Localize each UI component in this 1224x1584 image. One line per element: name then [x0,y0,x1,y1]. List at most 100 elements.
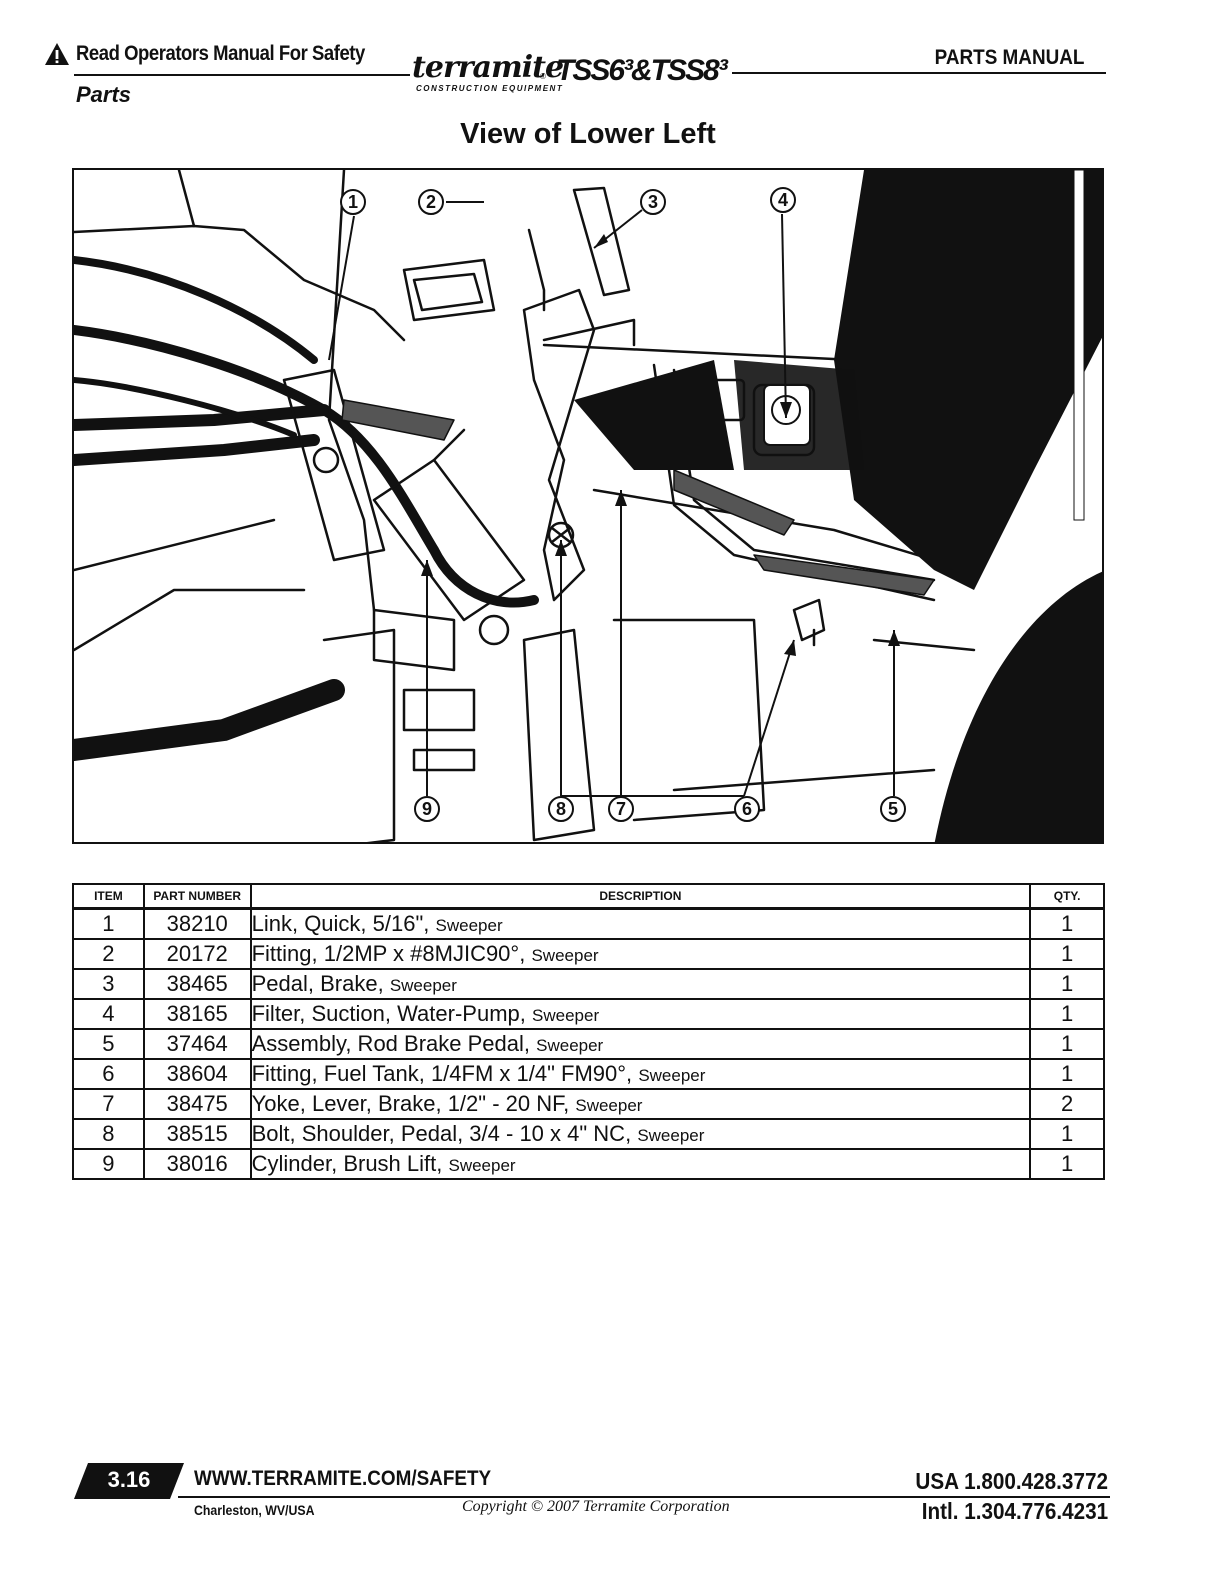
description-text: Bolt, Shoulder, Pedal, 3/4 - 10 x 4" NC, [251,1121,632,1146]
footer-location: Charleston, WV/USA [194,1502,315,1518]
description-cell: Pedal, Brake, Sweeper [249,968,1032,1000]
description-suffix: Sweeper [448,1156,516,1175]
description-text: Fitting, 1/2MP x #8MJIC90°, [251,941,526,966]
description-suffix: Sweeper [575,1096,643,1115]
page-number-badge: 3.16 [74,1463,184,1499]
parts-table: ITEM PART NUMBER DESCRIPTION QTY. 1 3821… [72,883,1105,1180]
description-text: Yoke, Lever, Brake, 1/2" - 20 NF, [251,1091,570,1116]
description-text: Filter, Suction, Water-Pump, [251,1001,526,1026]
item-cell: 9 [72,1148,145,1180]
part-number-cell: 20172 [142,938,252,970]
table-row: 1 38210 Link, Quick, 5/16", Sweeper 1 [72,907,1105,940]
description-suffix: Sweeper [531,946,599,965]
callout-8: 8 [548,796,574,822]
callout-6: 6 [734,796,760,822]
qty-cell: 1 [1029,1028,1105,1060]
safety-text: Read Operators Manual For Safety [76,42,365,65]
description-text: Cylinder, Brush Lift, [251,1151,443,1176]
description-cell: Link, Quick, 5/16", Sweeper [249,907,1032,940]
callout-2: 2 [418,189,444,215]
part-number-cell: 38465 [142,968,252,1000]
description-suffix: Sweeper [637,1126,705,1145]
item-cell: 6 [72,1058,145,1090]
callout-9: 9 [414,796,440,822]
section-label: Parts [76,82,132,107]
qty-cell: 1 [1029,1058,1105,1090]
manual-label: PARTS MANUAL [934,46,1084,69]
description-suffix: Sweeper [389,976,457,995]
callout-3: 3 [640,189,666,215]
brand-registered-mark: ® [540,72,546,81]
item-cell: 7 [72,1088,145,1120]
description-cell: Yoke, Lever, Brake, 1/2" - 20 NF, Sweepe… [249,1088,1032,1120]
qty-cell: 1 [1029,968,1105,1000]
copyright-text: Copyright © 2007 Terramite Corporation [462,1498,730,1515]
table-row: 9 38016 Cylinder, Brush Lift, Sweeper 1 [72,1148,1105,1180]
part-number-cell: 38475 [142,1088,252,1120]
item-cell: 1 [72,907,145,940]
table-row: 4 38165 Filter, Suction, Water-Pump, Swe… [72,998,1105,1030]
description-text: Link, Quick, 5/16", [251,911,430,936]
item-cell: 5 [72,1028,145,1060]
callout-4: 4 [770,187,796,213]
description-suffix: Sweeper [532,1006,600,1025]
header-rule-right [732,72,1106,74]
col-header-description: DESCRIPTION [249,883,1032,910]
callout-1: 1 [340,189,366,215]
table-row: 3 38465 Pedal, Brake, Sweeper 1 [72,968,1105,1000]
description-cell: Assembly, Rod Brake Pedal, Sweeper [249,1028,1032,1060]
qty-cell: 1 [1029,998,1105,1030]
table-row: 5 37464 Assembly, Rod Brake Pedal, Sweep… [72,1028,1105,1060]
item-cell: 2 [72,938,145,970]
brand-name: terramite [412,50,564,85]
header-rule-left [74,74,410,76]
description-text: Assembly, Rod Brake Pedal, [251,1031,530,1056]
col-header-item: ITEM [72,883,145,910]
qty-cell: 1 [1029,1148,1105,1180]
table-row: 2 20172 Fitting, 1/2MP x #8MJIC90°, Swee… [72,938,1105,970]
warning-icon [45,43,69,65]
description-cell: Fitting, Fuel Tank, 1/4FM x 1/4" FM90°, … [249,1058,1032,1090]
intl-phone: Intl. 1.304.776.4231 [921,1498,1108,1524]
description-text: Pedal, Brake, [251,971,384,996]
part-number-cell: 38515 [142,1118,252,1150]
callout-7: 7 [608,796,634,822]
table-header-row: ITEM PART NUMBER DESCRIPTION QTY. [72,883,1105,910]
brand-subtitle: CONSTRUCTION EQUIPMENT [416,84,564,93]
part-number-cell: 38016 [142,1148,252,1180]
safety-website-link[interactable]: WWW.TERRAMITE.COM/SAFETY [194,1467,492,1490]
description-cell: Bolt, Shoulder, Pedal, 3/4 - 10 x 4" NC,… [249,1118,1032,1150]
parts-illustration: 1 2 3 4 5 6 7 8 9 [72,168,1104,844]
part-number-cell: 38210 [142,907,252,940]
description-suffix: Sweeper [536,1036,604,1055]
item-cell: 4 [72,998,145,1030]
description-text: Fitting, Fuel Tank, 1/4FM x 1/4" FM90°, [251,1061,633,1086]
item-cell: 3 [72,968,145,1000]
usa-phone: USA 1.800.428.3772 [915,1468,1108,1494]
page-title: View of Lower Left [460,118,716,150]
table-row: 8 38515 Bolt, Shoulder, Pedal, 3/4 - 10 … [72,1118,1105,1150]
part-number-cell: 37464 [142,1028,252,1060]
qty-cell: 1 [1029,938,1105,970]
description-suffix: Sweeper [435,916,503,935]
part-number-cell: 38165 [142,998,252,1030]
qty-cell: 1 [1029,1118,1105,1150]
part-number-cell: 38604 [142,1058,252,1090]
description-cell: Filter, Suction, Water-Pump, Sweeper [249,998,1032,1030]
item-cell: 8 [72,1118,145,1150]
model-names: TSS6³&TSS8³ [556,54,728,87]
qty-cell: 2 [1029,1088,1105,1120]
col-header-part-number: PART NUMBER [142,883,252,910]
safety-notice: Read Operators Manual For Safety [44,42,404,66]
footer-rule [178,1496,1110,1498]
qty-cell: 1 [1029,907,1105,940]
description-cell: Cylinder, Brush Lift, Sweeper [249,1148,1032,1180]
description-suffix: Sweeper [638,1066,706,1085]
table-row: 7 38475 Yoke, Lever, Brake, 1/2" - 20 NF… [72,1088,1105,1120]
callout-5: 5 [880,796,906,822]
table-row: 6 38604 Fitting, Fuel Tank, 1/4FM x 1/4"… [72,1058,1105,1090]
description-cell: Fitting, 1/2MP x #8MJIC90°, Sweeper [249,938,1032,970]
machine-line-drawing [74,170,1102,842]
brand-logo: terramite ® CONSTRUCTION EQUIPMENT TSS6³… [412,50,732,100]
col-header-qty: QTY. [1029,883,1105,910]
